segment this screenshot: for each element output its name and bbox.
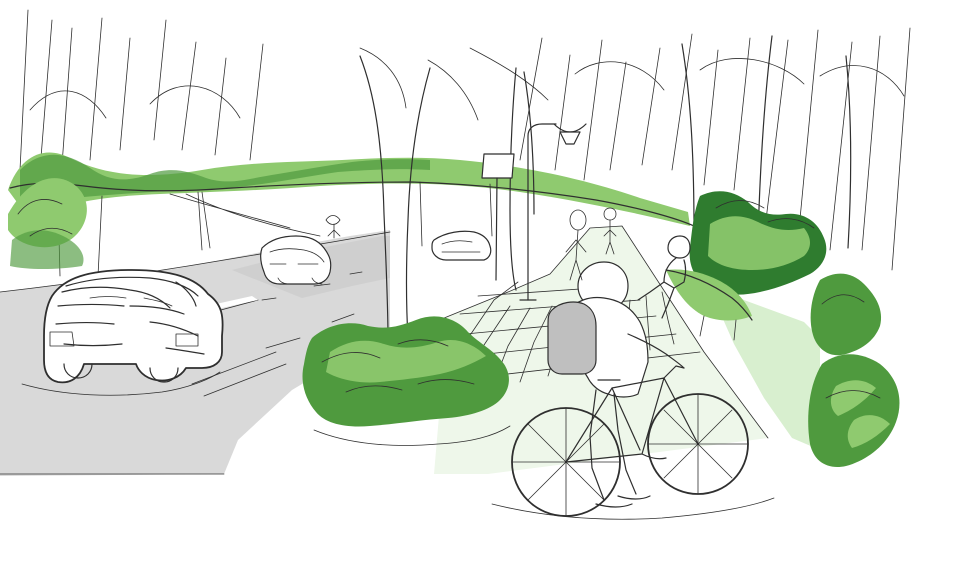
small-car [260, 235, 332, 285]
cyclist-with-bike [511, 261, 749, 517]
seated-person [637, 235, 691, 319]
distant-pedestrians [325, 207, 617, 281]
central-shrub [302, 316, 509, 427]
traffic-sign [481, 153, 515, 281]
ground-shadows [21, 371, 775, 520]
right-greenery [689, 191, 900, 468]
street-lamp [519, 123, 587, 301]
left-roadside-greenery [8, 178, 87, 269]
distant-car [431, 230, 492, 261]
white-car [43, 269, 224, 384]
